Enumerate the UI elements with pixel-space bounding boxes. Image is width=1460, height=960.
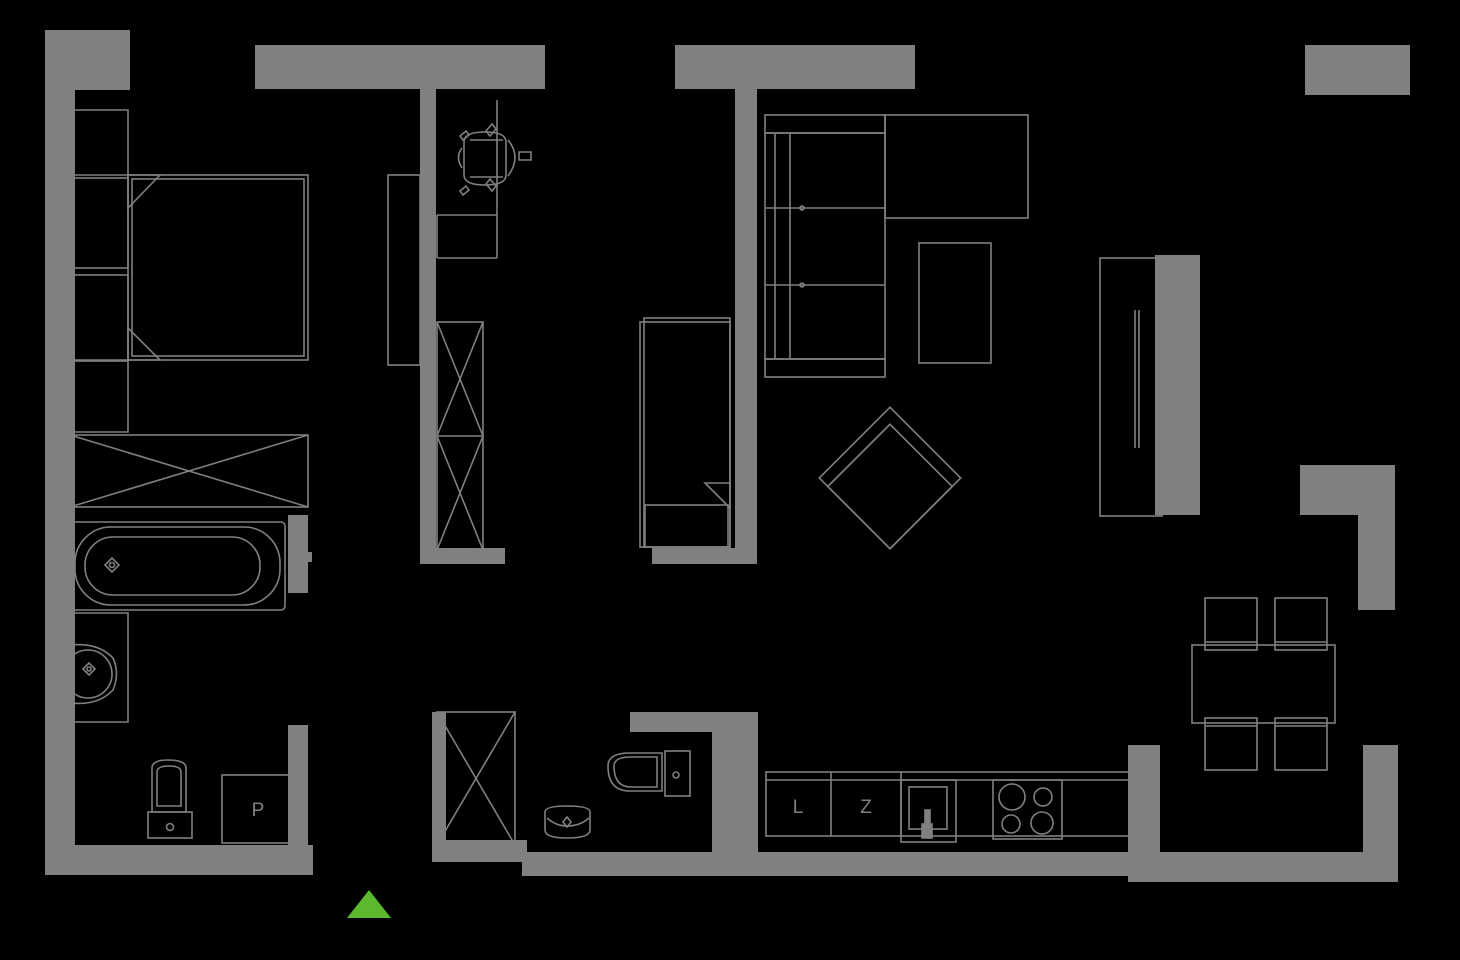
- hall-wardrobe: [436, 711, 516, 846]
- cooktop: [992, 779, 1063, 840]
- entrance-marker: [347, 890, 391, 918]
- wall-study-partition: [420, 89, 436, 564]
- wall-kitchen-bottom: [522, 852, 1152, 876]
- bathtub-rim: [74, 526, 281, 606]
- wall-bottom-left: [45, 845, 313, 875]
- wardrobe-bedroom-x2: [69, 434, 309, 508]
- wardrobe-bedroom: [69, 434, 309, 508]
- wardrobe-study-x2b: [436, 435, 484, 551]
- study-shelf: [436, 214, 497, 259]
- sofa-chaise: [884, 114, 1029, 219]
- wall-media-back-notch: [1155, 255, 1185, 263]
- bathroom-counter-edge: [70, 612, 129, 723]
- bathtub-drain-icon: [103, 556, 121, 574]
- room-study: [387, 100, 532, 551]
- kitchen-sink: [900, 779, 957, 843]
- bathtub-outer: [69, 521, 286, 611]
- wall-top-segment-b-cap: [683, 45, 915, 67]
- room-bathroom: [63, 521, 295, 844]
- chair-caster-5: [518, 151, 532, 161]
- office-chair: [457, 122, 532, 197]
- walls-group: [45, 30, 1410, 882]
- washer-p: [221, 774, 295, 844]
- room-bedroom-master: [69, 109, 309, 508]
- double-bed-inner: [131, 178, 305, 357]
- sofa-joint-1: [799, 205, 805, 211]
- chair-caster-1: [458, 129, 471, 142]
- wall-right-lower: [1128, 852, 1398, 882]
- wall-hall-vertical: [432, 712, 446, 854]
- washer-label: P: [252, 800, 265, 821]
- chair-caster-3: [484, 122, 498, 138]
- wall-top-right-block: [1305, 45, 1410, 95]
- wall-right-exterior-lower: [1363, 745, 1398, 882]
- armchair: [818, 406, 962, 550]
- dining-chair-bl: [1204, 717, 1258, 771]
- desk: [387, 174, 421, 366]
- side-table: [918, 242, 992, 364]
- sofa-front-rail: [764, 358, 886, 378]
- room-bedroom-second: [639, 317, 731, 548]
- cooktop-burner-tr: [1033, 787, 1053, 807]
- room-living: [764, 114, 1163, 550]
- bedroom-niche-lower: [75, 359, 129, 433]
- chair-caster-4: [484, 177, 498, 193]
- chair-caster-2: [458, 184, 471, 197]
- wall-study-partition-foot: [420, 548, 505, 564]
- wall-living-partition: [735, 89, 757, 548]
- wall-right-mid-arm: [1358, 465, 1395, 610]
- single-bed-pillow: [644, 504, 729, 548]
- washbasin: [63, 643, 118, 705]
- dining-chair-tr: [1274, 597, 1328, 651]
- dining-table: [1191, 644, 1336, 724]
- wall-bath-lower-vertical: [288, 725, 308, 875]
- fridge-label: L: [793, 797, 804, 818]
- wall-top-left-stub: [45, 30, 130, 90]
- sofa-joint-2: [799, 282, 805, 288]
- wall-hall-bottom: [432, 840, 527, 862]
- dining-chair-tl: [1204, 597, 1258, 651]
- wall-wc-right: [712, 712, 758, 874]
- cooktop-burner-lg: [998, 783, 1026, 811]
- wall-bath-upper-vertical: [288, 515, 308, 593]
- wc-toilet: [607, 750, 691, 797]
- kitchen-faucet-base: [921, 823, 933, 839]
- wall-living-partition-foot: [652, 548, 757, 564]
- dishwasher-label: Z: [860, 797, 872, 818]
- cooktop-burner-bl: [1001, 814, 1021, 834]
- dining-chair-br: [1274, 717, 1328, 771]
- room-dining: [1191, 597, 1336, 771]
- cooktop-burner-br: [1030, 811, 1054, 835]
- room-wc: [436, 711, 691, 846]
- wardrobe-study-x2a: [436, 321, 484, 437]
- media-unit: [1099, 257, 1163, 517]
- wc-basin: [544, 805, 591, 839]
- hall-wardrobe-x2: [436, 711, 516, 846]
- wall-top-segment-a-cap: [263, 45, 545, 67]
- wall-bath-door-jamb: [300, 552, 312, 562]
- nightstand-lower: [69, 274, 129, 362]
- single-bed-fold: [703, 482, 731, 510]
- bathtub-basin: [84, 536, 261, 596]
- nightstand-upper: [69, 177, 129, 269]
- bedroom-niche-upper: [75, 109, 129, 176]
- toilet-bathroom: [147, 759, 193, 839]
- room-kitchen: [765, 771, 1147, 843]
